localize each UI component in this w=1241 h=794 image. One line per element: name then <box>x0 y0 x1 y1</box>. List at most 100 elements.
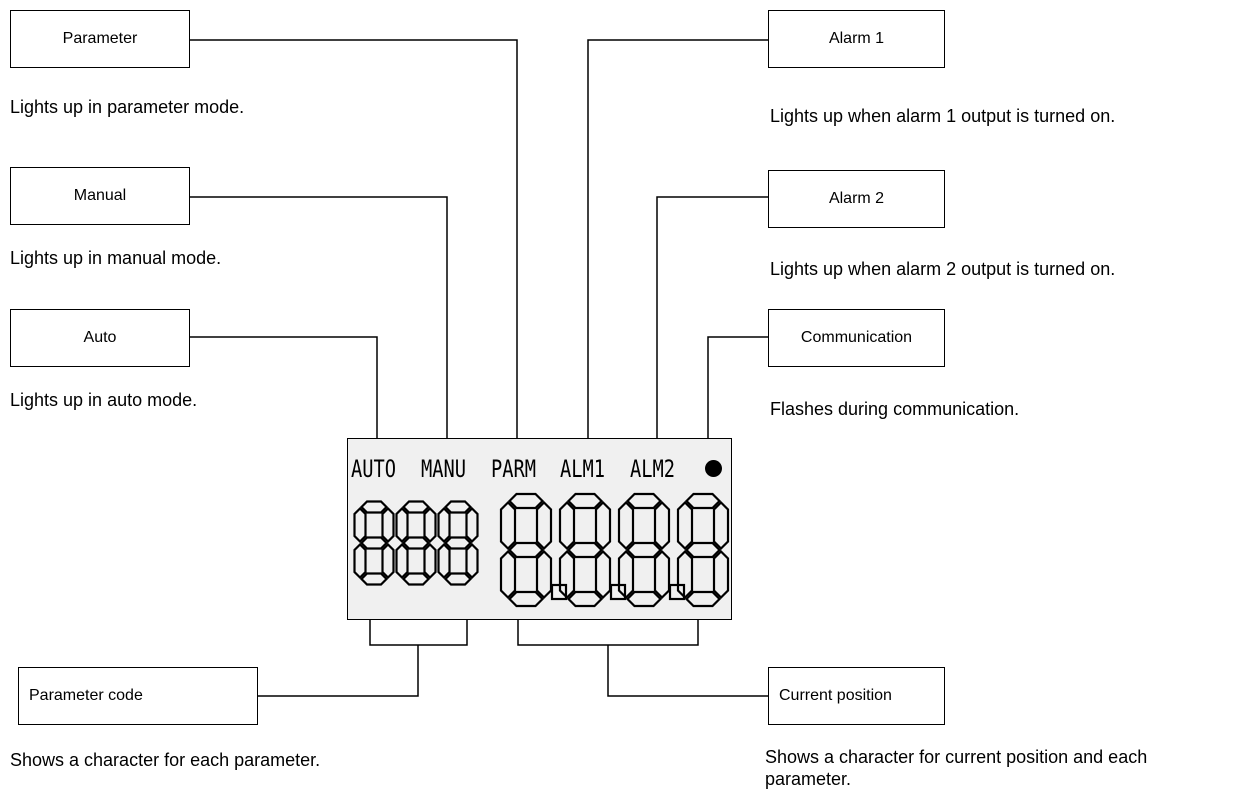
auto-indicator: AUTO <box>351 455 397 483</box>
digit-segment <box>676 549 694 600</box>
digit-segment <box>465 506 479 544</box>
parameter-code-leader-line <box>258 645 419 697</box>
digit-segment <box>653 549 671 600</box>
digit-segment <box>535 549 553 600</box>
digit-segment <box>499 500 517 551</box>
alarm1-label-box: Alarm 1 <box>768 10 945 68</box>
current-position-bracket <box>517 620 699 646</box>
digit-segment <box>507 492 545 510</box>
current-position-leader-line <box>607 645 768 697</box>
auto-description: Lights up in auto mode. <box>10 390 198 410</box>
current-position-digit <box>617 492 671 608</box>
parameter-code-description: Shows a character for each parameter. <box>10 750 321 770</box>
digit-segment <box>443 572 473 586</box>
digit-segment <box>625 541 663 559</box>
manual-leader-line <box>190 196 448 452</box>
alarm2-indicator: ALM2 <box>630 455 676 483</box>
alarm2-description: Lights up when alarm 2 output is turned … <box>770 259 1116 279</box>
digit-segment <box>465 542 479 580</box>
alarm1-label: Alarm 1 <box>828 30 885 47</box>
digit-segment <box>594 549 612 600</box>
digit-segment <box>653 500 671 551</box>
alarm2-label: Alarm 2 <box>828 190 885 207</box>
digit-segment <box>558 549 576 600</box>
alarm2-leader-line <box>656 196 768 452</box>
digit-segment <box>401 500 431 514</box>
digit-segment <box>381 542 395 580</box>
manual-indicator: MANU <box>421 455 467 483</box>
digit-segment <box>684 492 722 510</box>
communication-indicator-dot <box>705 460 722 477</box>
seven-segment-digits <box>353 492 730 608</box>
digit-segment <box>617 549 635 600</box>
current-position-digit <box>676 492 730 608</box>
current-position-label: Current position <box>779 687 892 704</box>
digit-segment <box>566 492 604 510</box>
parameter-label: Parameter <box>62 30 138 47</box>
digit-segment <box>625 590 663 608</box>
digit-segment <box>499 549 517 600</box>
digit-segment <box>395 542 409 580</box>
digit-segment <box>594 500 612 551</box>
communication-description: Flashes during communication. <box>770 399 1020 419</box>
current-position-description: Shows a character for current position a… <box>765 747 1148 789</box>
parameter-code-digit <box>353 500 395 586</box>
digit-segment <box>535 500 553 551</box>
digit-segment <box>395 506 409 544</box>
alarm1-description: Lights up when alarm 1 output is turned … <box>770 106 1116 126</box>
parameter-code-bracket <box>369 620 468 646</box>
digit-segment <box>401 536 431 550</box>
digit-segment <box>423 542 437 580</box>
current-position-digit <box>558 492 612 608</box>
digit-segment <box>684 541 722 559</box>
communication-label-box: Communication <box>768 309 945 367</box>
parameter-code-label: Parameter code <box>29 687 143 704</box>
digit-segment <box>401 572 431 586</box>
digit-segment <box>437 506 451 544</box>
digit-segment <box>443 536 473 550</box>
parameter-indicator: PARM <box>491 455 537 483</box>
digit-segment <box>507 541 545 559</box>
communication-label: Communication <box>800 329 913 346</box>
digit-segment <box>566 590 604 608</box>
digit-segment <box>359 536 389 550</box>
digit-segment <box>423 506 437 544</box>
digit-segment <box>617 500 635 551</box>
digit-segment <box>507 590 545 608</box>
parameter-code-label-box: Parameter code <box>18 667 258 725</box>
digit-segment <box>437 542 451 580</box>
current-position-label-box: Current position <box>768 667 945 725</box>
digit-segment <box>625 492 663 510</box>
parameter-label-box: Parameter <box>10 10 190 68</box>
communication-leader-line <box>707 336 768 452</box>
digit-segment <box>684 590 722 608</box>
manual-label: Manual <box>73 187 127 204</box>
parameter-code-digit <box>437 500 479 586</box>
alarm1-leader-line <box>587 39 768 452</box>
alarm2-label-box: Alarm 2 <box>768 170 945 228</box>
digit-segment <box>712 549 730 600</box>
parameter-description: Lights up in parameter mode. <box>10 97 245 117</box>
digit-segment <box>566 541 604 559</box>
digit-segment <box>353 542 367 580</box>
parameter-leader-line <box>190 39 518 452</box>
manual-description: Lights up in manual mode. <box>10 248 222 268</box>
digit-segment <box>558 500 576 551</box>
auto-leader-line <box>190 336 378 452</box>
digit-segment <box>359 572 389 586</box>
digit-segment <box>359 500 389 514</box>
digit-segment <box>712 500 730 551</box>
auto-label-box: Auto <box>10 309 190 367</box>
digit-segment <box>443 500 473 514</box>
auto-label: Auto <box>83 329 117 346</box>
digit-segment <box>353 506 367 544</box>
manual-label-box: Manual <box>10 167 190 225</box>
parameter-code-digit <box>395 500 437 586</box>
alarm1-indicator: ALM1 <box>560 455 606 483</box>
digit-segment <box>676 500 694 551</box>
current-position-digit <box>499 492 553 608</box>
digit-segment <box>381 506 395 544</box>
lcd-panel: AUTO MANU PARM ALM1 ALM2 <box>347 438 732 620</box>
